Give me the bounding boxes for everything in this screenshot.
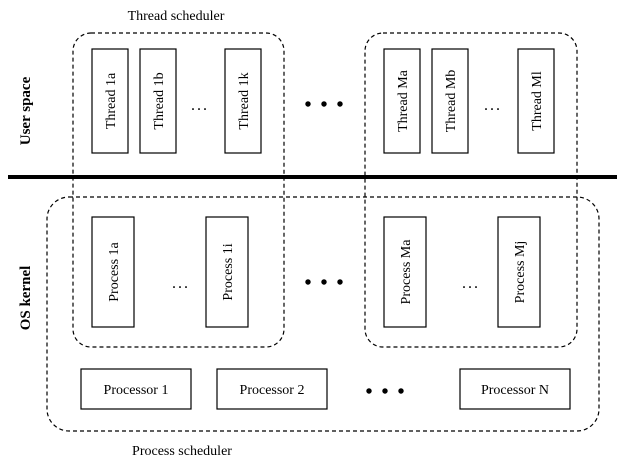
process-box: Process Ma xyxy=(383,216,427,328)
process-label: Process 1i xyxy=(221,243,236,300)
thread-box: Thread 1b xyxy=(139,48,177,154)
thread-label: Thread Ml xyxy=(530,71,545,131)
thread-group-left xyxy=(72,32,285,348)
process-label: Process Mj xyxy=(513,241,528,304)
thread-box: Thread Ml xyxy=(517,48,555,154)
thread-box: Thread Ma xyxy=(383,48,421,154)
processor-box: Processor 2 xyxy=(216,368,328,410)
processor-label: Processor 1 xyxy=(104,383,169,398)
process-label: Process Ma xyxy=(399,239,414,305)
processor-box: Processor N xyxy=(459,368,571,410)
thread-scheduler-label: Thread scheduler xyxy=(128,9,225,24)
thread-box: Thread 1a xyxy=(91,48,129,154)
thread-label: Thread 1k xyxy=(237,72,252,129)
ellipsis: ... xyxy=(484,97,502,114)
thread-label: Thread Ma xyxy=(396,69,411,132)
ellipsis: ... xyxy=(191,97,209,114)
ellipsis: ... xyxy=(172,275,190,292)
thread-label: Thread 1b xyxy=(152,72,167,129)
thread-box: Thread 1k xyxy=(224,48,262,154)
process-box: Process 1a xyxy=(91,216,135,328)
processor-box: Processor 1 xyxy=(80,368,192,410)
thread-label: Thread Mb xyxy=(444,70,459,133)
process-box: Process 1i xyxy=(205,216,249,328)
process-label: Process 1a xyxy=(107,241,122,301)
ellipsis: • • • xyxy=(304,94,345,116)
process-box: Process Mj xyxy=(497,216,541,328)
thread-group-right xyxy=(364,32,578,348)
processor-label: Processor N xyxy=(481,383,549,398)
ellipsis: • • • xyxy=(304,272,345,294)
user-space-label: User space xyxy=(18,76,34,145)
process-scheduler-group xyxy=(46,196,600,432)
process-scheduler-label: Process scheduler xyxy=(132,444,232,459)
ellipsis: ... xyxy=(462,275,480,292)
os-kernel-label: OS kernel xyxy=(18,266,34,331)
thread-label: Thread 1a xyxy=(104,72,119,129)
ellipsis: • • • xyxy=(365,381,406,403)
processor-label: Processor 2 xyxy=(240,383,305,398)
thread-box: Thread Mb xyxy=(431,48,469,154)
